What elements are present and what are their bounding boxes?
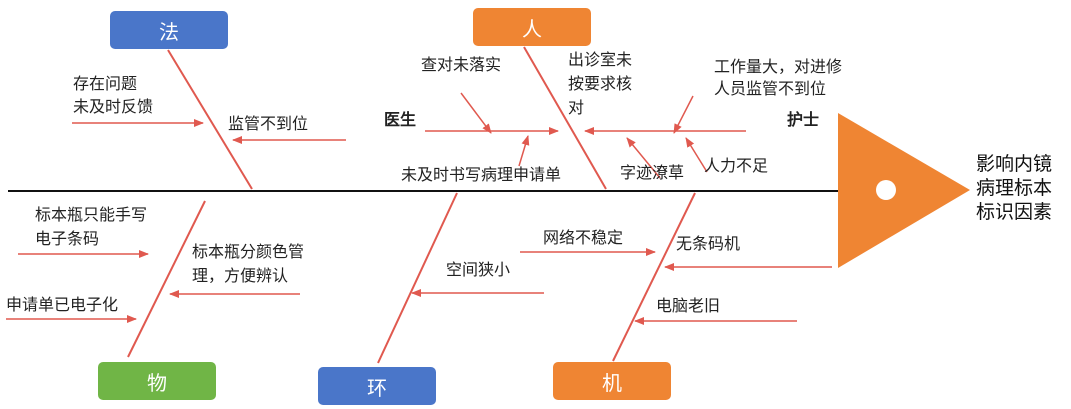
effect-label: 影响内镜 病理标本 标识因素 — [976, 152, 1052, 224]
cause-wu-2-line2: 理，方便辨认 — [192, 266, 289, 285]
cause-ren-5: 字迹潦草 — [620, 163, 685, 182]
effect-line-3: 标识因素 — [976, 201, 1053, 223]
cause-wu-2-line1: 标本瓶分颜色管 — [192, 242, 305, 261]
arrow-ren-6 — [685, 137, 708, 173]
arrow-ren-3 — [673, 95, 694, 134]
cause-ren-2-line2: 按要求核 — [568, 74, 633, 93]
effect-line-1: 影响内镜 — [976, 153, 1053, 175]
cause-huan-2: 空间狭小 — [446, 260, 511, 279]
category-box-huan: 环 — [318, 367, 436, 405]
arrow-ren-5 — [626, 137, 661, 179]
bone-fa — [167, 49, 253, 190]
cause-wu-1-line2: 电子条码 — [35, 229, 100, 248]
cause-huan-1: 网络不稳定 — [543, 228, 624, 247]
category-box-wu: 物 — [98, 362, 216, 400]
cause-ren-2-line3: 对 — [568, 98, 585, 117]
bone-ren — [523, 46, 607, 190]
cause-ren-4: 未及时书写病理申请单 — [401, 165, 562, 184]
cause-ren-3-line2: 人员监管不到位 — [714, 79, 827, 98]
cause-ren-3-line1: 工作量大，对进修 — [714, 57, 843, 76]
cause-fa-1-line2: 未及时反馈 — [73, 97, 154, 116]
category-box-fa: 法 — [110, 11, 228, 49]
cause-ren-2-line1: 出诊室未 — [568, 50, 633, 69]
cause-ren-nurse: 护士 — [787, 110, 820, 129]
bone-ji — [612, 192, 696, 362]
cause-fa-2: 监管不到位 — [228, 114, 309, 133]
fish-eye — [876, 180, 896, 200]
fish-head — [838, 113, 970, 268]
category-box-ren: 人 — [473, 8, 591, 46]
arrow-ren-4 — [518, 135, 530, 167]
cause-fa-1-line1: 存在问题 — [73, 74, 138, 93]
bone-huan — [377, 192, 458, 364]
cause-ren-6: 人力不足 — [704, 156, 769, 175]
cause-wu-1-line1: 标本瓶只能手写 — [35, 205, 148, 224]
cause-ji-1: 无条码机 — [676, 234, 741, 253]
cause-ji-2: 电脑老旧 — [656, 296, 721, 315]
category-box-ji: 机 — [553, 362, 671, 400]
cause-wu-3: 申请单已电子化 — [6, 295, 119, 314]
cause-ren-doctor: 医生 — [384, 110, 417, 129]
bone-wu — [127, 200, 206, 358]
cause-ren-1: 查对未落实 — [421, 55, 502, 74]
arrow-ren-1 — [460, 92, 492, 134]
effect-line-2: 病理标本 — [976, 177, 1053, 199]
